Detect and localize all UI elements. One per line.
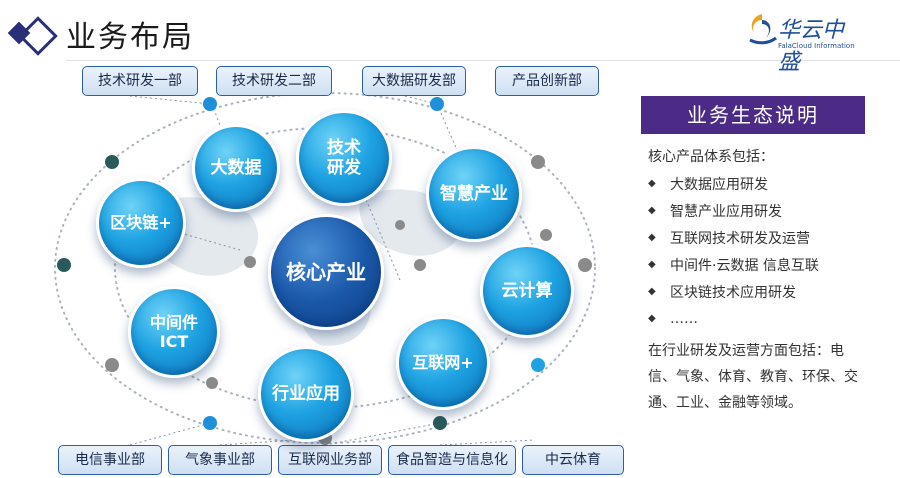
list-item: ◆……	[648, 310, 698, 327]
dept-bottom-3: 互联网业务部	[278, 445, 382, 475]
list-item: ◆互联网技术研发及运营	[648, 230, 810, 247]
dept-top-3: 大数据研发部	[362, 66, 466, 96]
diamond-bullet-icon: ◆	[648, 313, 656, 324]
bubble-middleware-ict: 中间件 ICT	[128, 286, 220, 378]
logo-cn-text: 华云中盛	[778, 18, 845, 75]
bubble-internet-plus: 互联网+	[396, 316, 490, 410]
dept-bottom-2: 气象事业部	[168, 445, 272, 475]
title-underline	[66, 60, 900, 61]
panel-title: 业务生态说明	[641, 96, 865, 134]
dept-top-1: 技术研发一部	[82, 66, 198, 96]
bubble-blockchain: 区块链+	[96, 178, 186, 268]
list-item: ◆大数据应用研发	[648, 176, 768, 193]
company-logo: 华云中盛 FalaCloud Information	[746, 10, 856, 75]
logo-swirl-icon	[749, 14, 777, 45]
diamond-bullet-icon: ◆	[648, 286, 656, 297]
dept-top-2: 技术研发二部	[216, 66, 332, 96]
dept-top-4: 产品创新部	[495, 66, 599, 96]
bubble-rnd: 技术 研发	[296, 110, 392, 206]
diamond-bullet-icon: ◆	[648, 259, 656, 270]
panel-paragraph: 在行业研发及运营方面包括：电信、气象、体育、教育、环保、交通、工业、金融等领域。	[648, 343, 858, 411]
page-title: 业务布局	[66, 20, 194, 55]
bubble-bigdata: 大数据	[192, 124, 280, 212]
bubble-cloud-computing: 云计算	[480, 244, 574, 338]
header: 业务布局 华云中盛 FalaCloud Information	[0, 0, 900, 75]
list-item: ◆区块链技术应用研发	[648, 284, 796, 301]
diamond-bullet-icon: ◆	[648, 205, 656, 216]
bubble-industry-application: 行业应用	[258, 346, 354, 442]
diamond-bullet-icon: ◆	[648, 178, 656, 189]
panel-list: ◆大数据应用研发 ◆智慧产业应用研发 ◆互联网技术研发及运营 ◆中间件·云数据 …	[648, 170, 819, 332]
diamond-bullet-icon: ◆	[648, 232, 656, 243]
dept-bottom-4: 食品智造与信息化	[388, 445, 516, 475]
bubble-smart-industry: 智慧产业	[426, 146, 522, 242]
bubble-core-industry: 核心产业	[268, 214, 384, 330]
dept-bottom-5: 中云体育	[522, 445, 624, 475]
list-item: ◆中间件·云数据 信息互联	[648, 257, 819, 274]
list-item: ◆智慧产业应用研发	[648, 203, 782, 220]
logo-en-text: FalaCloud Information	[778, 42, 855, 50]
business-layout-diagram: 技术研发一部 技术研发二部 大数据研发部 产品创新部 电信事业部 气象事业部 互…	[54, 66, 624, 475]
panel-intro: 核心产品体系包括：	[648, 149, 774, 165]
dept-bottom-1: 电信事业部	[58, 445, 162, 475]
